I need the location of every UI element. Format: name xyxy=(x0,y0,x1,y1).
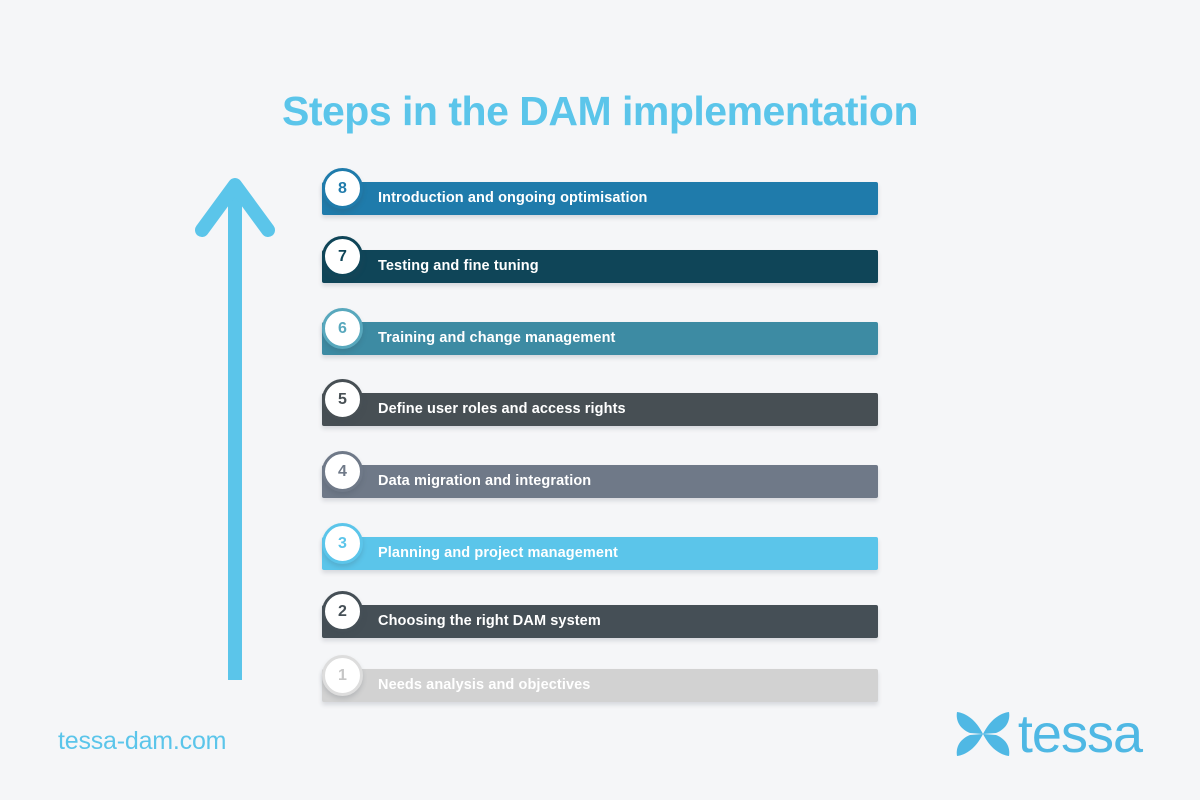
step-label: Data migration and integration xyxy=(378,473,592,489)
step-label: Training and change management xyxy=(378,330,616,346)
step-label: Define user roles and access rights xyxy=(378,401,626,417)
step-number-badge: 3 xyxy=(322,523,363,564)
step-number-badge: 2 xyxy=(322,591,363,632)
arrow-up-icon xyxy=(195,178,275,680)
step-item-7[interactable]: Testing and fine tuning 7 xyxy=(322,236,878,294)
step-label: Planning and project management xyxy=(378,545,618,561)
step-bar xyxy=(322,465,878,498)
step-number-badge: 6 xyxy=(322,308,363,349)
step-item-3[interactable]: Planning and project management 3 xyxy=(322,523,878,581)
step-item-8[interactable]: Introduction and ongoing optimisation 8 xyxy=(322,168,878,226)
step-number-badge: 1 xyxy=(322,655,363,696)
step-bar xyxy=(322,182,878,215)
upward-progress-arrow xyxy=(190,168,285,688)
step-bar xyxy=(322,393,878,426)
page-title: Steps in the DAM implementation xyxy=(282,88,919,134)
step-bar xyxy=(322,669,878,702)
step-bar xyxy=(322,322,878,355)
butterfly-icon xyxy=(956,712,1010,756)
step-number-badge: 5 xyxy=(322,379,363,420)
step-number-badge: 4 xyxy=(322,451,363,492)
steps-list: Introduction and ongoing optimisation 8 … xyxy=(322,168,882,702)
step-label: Choosing the right DAM system xyxy=(378,613,601,629)
step-label: Testing and fine tuning xyxy=(378,258,539,274)
step-item-4[interactable]: Data migration and integration 4 xyxy=(322,451,878,509)
step-bar xyxy=(322,537,878,570)
step-number-badge: 7 xyxy=(322,236,363,277)
step-bar xyxy=(322,605,878,638)
step-number-badge: 8 xyxy=(322,168,363,209)
logo-wordmark: tessa xyxy=(1017,704,1143,764)
step-item-2[interactable]: Choosing the right DAM system 2 xyxy=(322,591,878,649)
step-label: Needs analysis and objectives xyxy=(378,677,591,693)
tessa-logo[interactable]: tessa xyxy=(954,704,1143,764)
step-item-1[interactable]: Needs analysis and objectives 1 xyxy=(322,655,878,713)
footer-website-url[interactable]: tessa-dam.com xyxy=(58,727,227,755)
step-bar xyxy=(322,250,878,283)
step-label: Introduction and ongoing optimisation xyxy=(378,190,648,206)
step-item-6[interactable]: Training and change management 6 xyxy=(322,308,878,366)
step-item-5[interactable]: Define user roles and access rights 5 xyxy=(322,379,878,437)
